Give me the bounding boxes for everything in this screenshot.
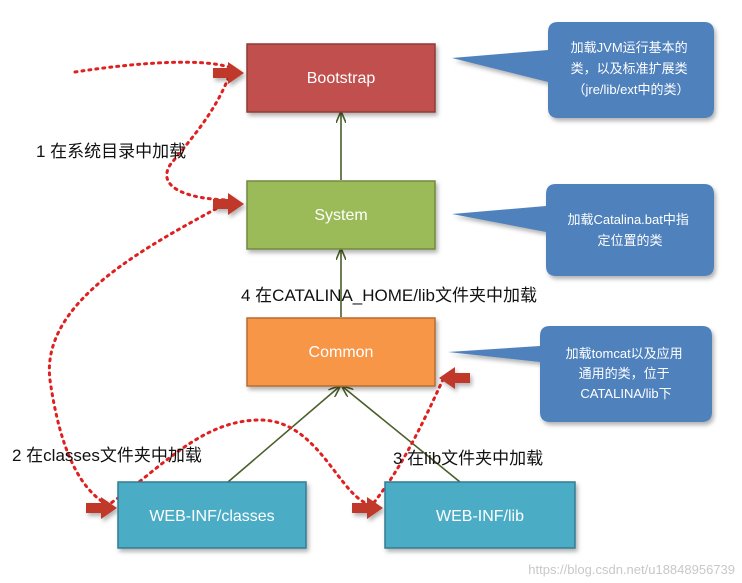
node-system-label: System <box>314 207 367 224</box>
callout-system-line2: 定位置的类 <box>597 233 662 248</box>
callout-bootstrap: 加载JVM运行基本的 类，以及标准扩展类 （jre/lib/ext中的类） <box>452 22 714 118</box>
red-arrow-bootstrap <box>213 62 244 84</box>
callout-common-line1: 加载tomcat以及应用 <box>566 346 683 361</box>
callout-system: 加载Catalina.bat中指 定位置的类 <box>452 184 714 276</box>
step-1-label: 1 在系统目录中加载 <box>36 142 186 161</box>
loading-path-dotted-line <box>47 60 447 507</box>
node-webinf-lib-label: WEB-INF/lib <box>436 508 524 525</box>
callout-bootstrap-line2: 类，以及标准扩展类 <box>571 61 688 76</box>
svg-text:加载Catalina.bat中指 定位置的类: 加载Catalina.bat中指 定位置的类 <box>567 212 692 248</box>
red-arrow-system <box>213 193 244 215</box>
callout-common-line3: CATALINA/lib下 <box>580 386 671 401</box>
callout-bootstrap-line3: （jre/lib/ext中的类） <box>572 82 689 97</box>
node-webinf-classes-label: WEB-INF/classes <box>149 508 274 525</box>
step-4-label: 4 在CATALINA_HOME/lib文件夹中加载 <box>241 286 537 305</box>
svg-text:加载JVM运行基本的 类，以及标准扩展类: 加载JVM运行基本的 类，以及标准扩展类 （jre/lib/ext中的类） <box>571 40 692 97</box>
arrow-classes-to-common <box>227 387 339 483</box>
red-arrow-webinf-classes <box>86 497 117 519</box>
node-webinf-lib: WEB-INF/lib <box>384 481 576 549</box>
node-bootstrap-label: Bootstrap <box>307 70 376 87</box>
callout-common-line2: 通用的类，位于 <box>579 366 670 381</box>
node-common: Common <box>246 317 436 387</box>
callout-bootstrap-line1: 加载JVM运行基本的 <box>571 40 688 55</box>
step-2-label: 2 在classes文件夹中加载 <box>12 446 202 465</box>
step-3-label: 3 在lib文件夹中加载 <box>393 449 543 468</box>
node-webinf-classes: WEB-INF/classes <box>117 481 307 549</box>
node-common-label: Common <box>309 344 374 361</box>
arrow-lib-to-common <box>343 387 461 483</box>
watermark-text: https://blog.csdn.net/u18848956739 <box>528 562 735 577</box>
callout-common: 加载tomcat以及应用 通用的类，位于 CATALINA/lib下 <box>448 326 712 422</box>
red-arrow-webinf-lib <box>352 497 383 519</box>
red-arrow-common <box>439 367 470 389</box>
callout-system-line1: 加载Catalina.bat中指 <box>567 212 688 227</box>
svg-text:加载tomcat以及应用 通用的类，位于: 加载tomcat以及应用 通用的类，位于 CATALINA/lib下 <box>566 346 687 401</box>
node-system: System <box>246 180 436 250</box>
node-bootstrap: Bootstrap <box>246 43 436 113</box>
